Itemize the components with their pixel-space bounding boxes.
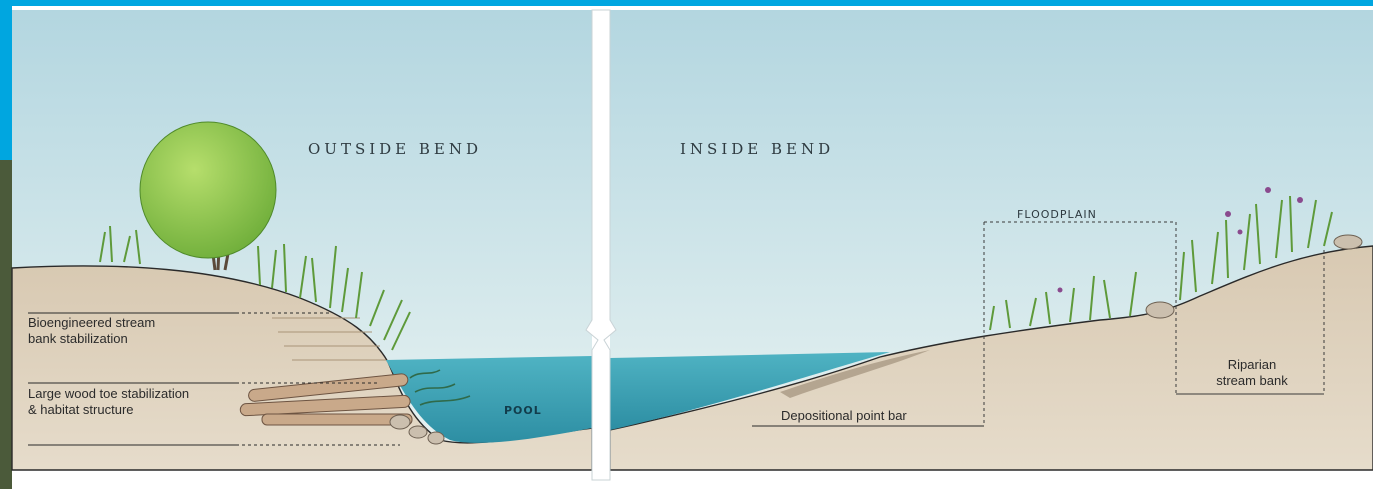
large-wood-label-line-1: Large wood toe stabilization: [28, 386, 189, 402]
floodplain-label: FLOODPLAIN: [1017, 208, 1097, 221]
outside-bend-heading: OUTSIDE BEND: [308, 140, 482, 158]
top-accent-bar: [0, 0, 1373, 6]
bioengineered-label-line-1: Bioengineered stream: [28, 315, 155, 331]
riparian-label-line-1: Riparian: [1200, 357, 1304, 373]
bioengineered-label: Bioengineered stream bank stabilization: [28, 315, 155, 347]
riparian-label: Riparian stream bank: [1200, 357, 1304, 389]
left-accent-strip: [0, 0, 12, 160]
riparian-label-line-2: stream bank: [1200, 373, 1304, 389]
point-bar-label: Depositional point bar: [781, 408, 907, 424]
left-photo-edge: [0, 160, 12, 489]
pool-label: POOL: [504, 404, 542, 417]
bioengineered-label-line-2: bank stabilization: [28, 331, 155, 347]
large-wood-label-line-2: & habitat structure: [28, 402, 189, 418]
inside-bend-heading: INSIDE BEND: [680, 140, 834, 158]
large-wood-label: Large wood toe stabilization & habitat s…: [28, 386, 189, 418]
